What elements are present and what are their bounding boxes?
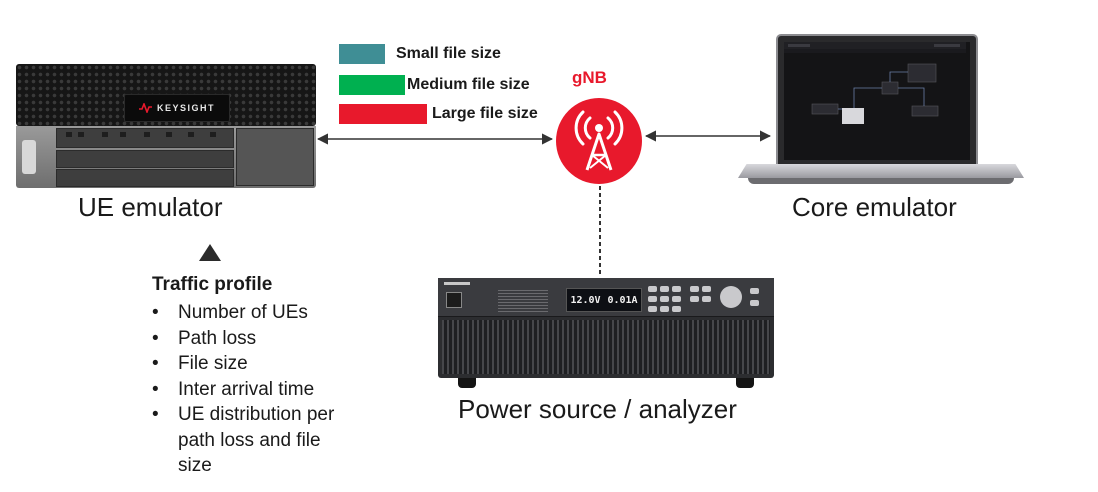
psu-button	[750, 288, 759, 294]
psu-vent-grille	[442, 320, 770, 374]
core-emulator-label: Core emulator	[792, 192, 957, 222]
psu-button	[702, 286, 711, 292]
ue-port	[188, 132, 194, 137]
psu-button	[690, 296, 699, 302]
list-item: File size	[150, 351, 390, 377]
keysight-wave-icon	[138, 103, 152, 113]
psu-button	[672, 296, 681, 302]
psu-voltage-readout: 12.0V	[570, 294, 601, 306]
keysight-brand-text: KEYSIGHT	[156, 103, 215, 113]
psu-button	[690, 286, 699, 292]
list-item: Number of UEs	[150, 300, 390, 326]
psu-button	[660, 286, 669, 292]
ue-port	[78, 132, 84, 137]
network-topology-screen	[784, 42, 966, 124]
ue-front-panel	[16, 126, 316, 188]
legend-swatch-large	[339, 104, 427, 124]
psu-button	[672, 306, 681, 312]
ue-module-slot	[56, 150, 234, 168]
up-triangle-icon	[199, 244, 221, 261]
ue-port	[210, 132, 216, 137]
legend-swatch-small	[339, 44, 385, 64]
laptop-screen	[784, 42, 970, 160]
legend-label-large: Large file size	[432, 105, 538, 122]
ue-emulator-label: UE emulator	[78, 192, 223, 222]
psu-button	[660, 306, 669, 312]
ue-port	[102, 132, 108, 137]
psu-power-switch	[446, 292, 462, 308]
psu-control-strip: 12.0V 0.01A	[438, 278, 774, 317]
ue-handle	[22, 140, 36, 174]
ue-port	[120, 132, 126, 137]
laptop-lid	[776, 34, 978, 168]
psu-brand-mark	[444, 282, 470, 285]
power-analyzer-label: Power source / analyzer	[458, 394, 737, 424]
psu-display: 12.0V 0.01A	[566, 288, 642, 312]
legend-label-small: Small file size	[396, 45, 501, 62]
legend-swatch-medium	[339, 75, 405, 95]
psu-foot	[736, 378, 754, 388]
ue-vent-grille: KEYSIGHT	[16, 64, 316, 126]
psu-current-readout: 0.01A	[607, 294, 638, 306]
psu-button	[750, 300, 759, 306]
ue-emulator-device: KEYSIGHT	[16, 64, 316, 188]
list-item: Inter arrival time	[150, 377, 390, 403]
laptop-base	[738, 164, 1024, 178]
psu-button	[648, 296, 657, 302]
ue-module-slot	[56, 169, 234, 187]
legend-label-medium: Medium file size	[407, 76, 530, 93]
ue-port	[66, 132, 72, 137]
keysight-logo-plate: KEYSIGHT	[124, 94, 230, 122]
psu-button	[672, 286, 681, 292]
gnb-label: gNB	[572, 68, 607, 87]
traffic-profile-title: Traffic profile	[152, 274, 273, 295]
ue-module-slot	[56, 128, 234, 148]
core-emulator-laptop	[738, 34, 1024, 186]
psu-nav-pad	[720, 286, 742, 308]
psu-front-panel: 12.0V 0.01A	[438, 278, 774, 378]
power-analyzer-device: 12.0V 0.01A	[438, 278, 774, 390]
psu-button	[648, 306, 657, 312]
ue-port	[144, 132, 150, 137]
psu-foot	[458, 378, 476, 388]
psu-button	[648, 286, 657, 292]
list-item: Path loss	[150, 326, 390, 352]
psu-button	[702, 296, 711, 302]
ue-module-slot	[236, 128, 314, 186]
laptop-base-edge	[748, 178, 1014, 184]
list-item: UE distribution per path loss and file s…	[150, 402, 358, 479]
ue-port	[166, 132, 172, 137]
cell-tower-icon	[556, 98, 642, 184]
traffic-profile-list: Number of UEs Path loss File size Inter …	[150, 300, 390, 479]
psu-button	[660, 296, 669, 302]
psu-grille	[498, 290, 548, 312]
